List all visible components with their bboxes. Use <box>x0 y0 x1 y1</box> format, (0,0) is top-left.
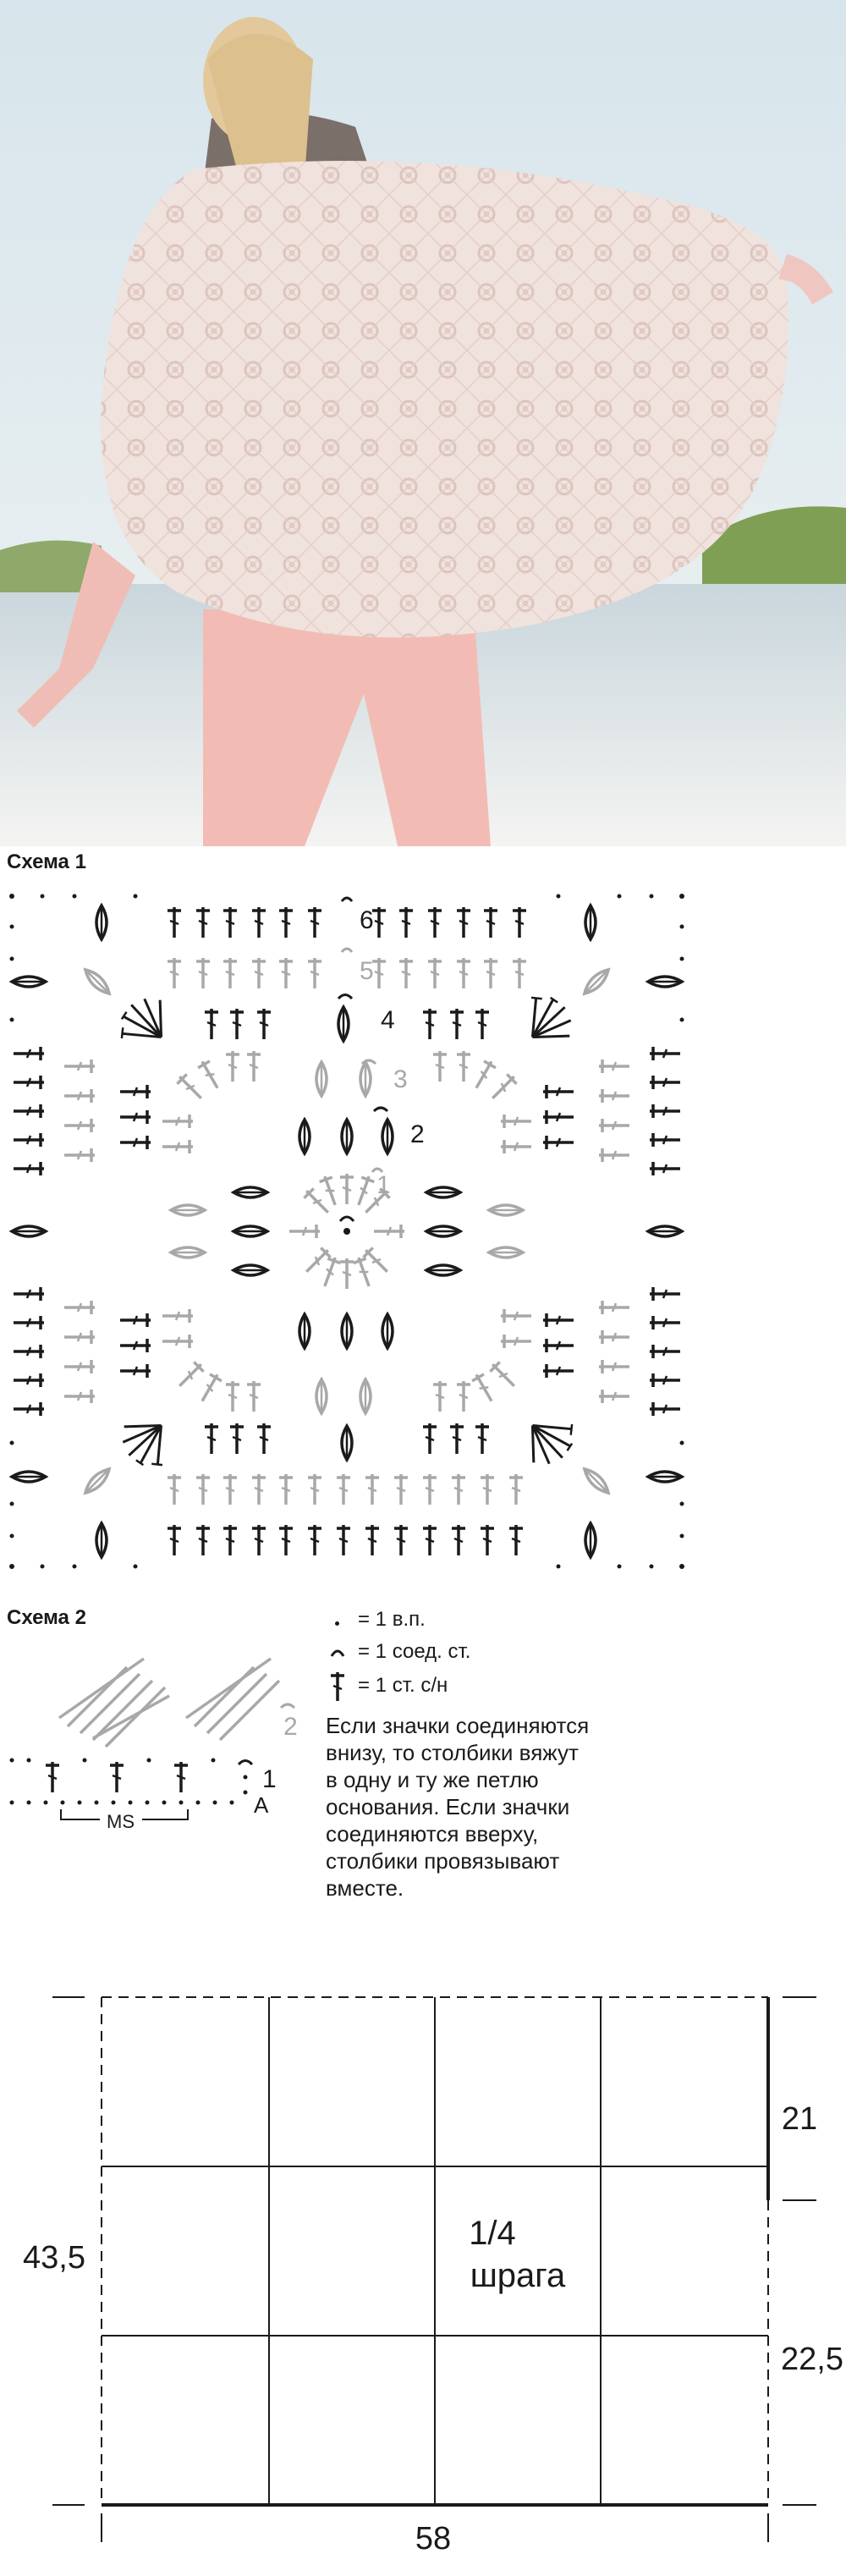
scheme-1-diagram: 6 5 4 3 2 1 <box>9 894 684 1569</box>
start-point-label: A <box>254 1792 269 1818</box>
slip-stitch-icon <box>360 1059 377 1065</box>
slip-stitch-icon <box>340 896 354 902</box>
row-1-stitches <box>44 1760 190 1794</box>
legend-note: Если значки соединяются внизу, то столби… <box>326 1713 590 1901</box>
dimension-left: 43,5 <box>23 2240 85 2276</box>
model-photo <box>0 0 846 846</box>
round-number: 6 <box>360 906 374 934</box>
pattern-schematic: 1/4 шрага 21 43,5 22,5 58 <box>23 1996 843 2557</box>
slip-stitch-icon <box>337 994 354 1000</box>
dimension-bottom: 58 <box>415 2521 451 2557</box>
legend-item: = 1 в.п. <box>326 1604 656 1636</box>
pattern-piece-label: 1/4 <box>469 2215 516 2252</box>
dimension-ticks <box>52 1996 816 2542</box>
round-number: 1 <box>376 1171 391 1199</box>
pattern-grid <box>101 1996 770 2507</box>
round-number: 2 <box>410 1120 425 1148</box>
dimension-right-top: 21 <box>782 2101 817 2137</box>
scheme-2-diagram: 2 1 A MS <box>9 1657 298 1828</box>
row-2-stitches <box>58 1657 281 1748</box>
legend: = 1 в.п. = 1 соед. ст. = 1 ст. с/н Если … <box>326 1604 656 1902</box>
double-crochet-icon <box>331 1672 344 1701</box>
chain-dot-icon <box>326 1607 358 1632</box>
legend-item: = 1 ст. с/н <box>326 1668 656 1704</box>
legend-item: = 1 соед. ст. <box>326 1636 656 1668</box>
round-number: 4 <box>381 1006 395 1034</box>
slip-stitch-icon <box>279 1703 296 1709</box>
slip-stitch-icon <box>330 1649 345 1657</box>
dimension-right-bottom: 22,5 <box>781 2342 843 2377</box>
row-number: 1 <box>262 1765 277 1793</box>
chain-dots <box>9 894 684 1569</box>
chain-dots <box>9 1758 248 1805</box>
slip-stitch-icon <box>372 1106 389 1113</box>
center-ring <box>343 1228 350 1235</box>
row-number: 2 <box>283 1713 298 1741</box>
scheme-1-title: Схема 1 <box>7 850 86 873</box>
slip-stitch-icon <box>340 947 354 953</box>
pattern-piece-name: шрага <box>470 2257 566 2294</box>
slip-stitch-icon <box>371 1167 384 1173</box>
round-number: 5 <box>360 957 374 985</box>
slip-stitch-icon <box>338 1215 355 1222</box>
repeat-label: MS <box>107 1811 135 1828</box>
round-number: 3 <box>393 1065 408 1093</box>
slip-stitch-icon <box>237 1759 254 1766</box>
scheme-2-title: Схема 2 <box>7 1606 86 1629</box>
